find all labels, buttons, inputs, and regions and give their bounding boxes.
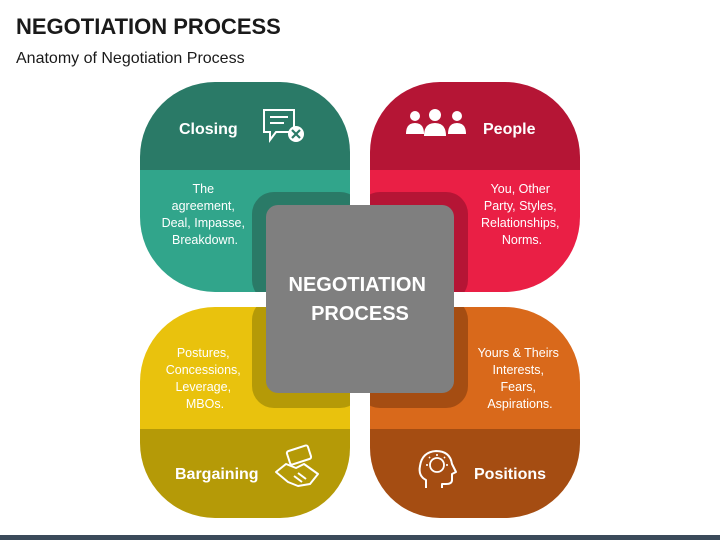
handshake-money-icon	[275, 444, 319, 487]
closing-description: The agreement, Deal, Impasse, Breakdown.	[162, 182, 249, 247]
people-header-band	[370, 82, 580, 170]
positions-description: Yours & Theirs Interests, Fears, Aspirat…	[478, 346, 563, 411]
bargaining-description: Postures, Concessions, Leverage, MBOs.	[166, 346, 245, 411]
page-subtitle: Anatomy of Negotiation Process	[16, 50, 245, 67]
bargaining-header-band	[140, 429, 350, 518]
center-box: NEGOTIATION PROCESS	[266, 205, 454, 393]
center-title: NEGOTIATION PROCESS	[289, 274, 432, 325]
head-idea-icon	[418, 450, 457, 488]
people-description: You, Other Party, Styles, Relationships,…	[481, 182, 563, 247]
closing-header-band	[140, 82, 350, 170]
positions-label: Positions	[474, 466, 546, 483]
center-box-fill	[266, 205, 454, 393]
closing-label: Closing	[179, 121, 238, 138]
chat-close-icon	[263, 109, 304, 143]
people-label: People	[483, 121, 536, 138]
positions-header-band	[370, 429, 580, 518]
page-title: NEGOTIATION PROCESS	[16, 14, 281, 39]
people-icon	[406, 109, 466, 136]
bottom-bar	[0, 535, 720, 540]
bargaining-label: Bargaining	[175, 466, 259, 483]
